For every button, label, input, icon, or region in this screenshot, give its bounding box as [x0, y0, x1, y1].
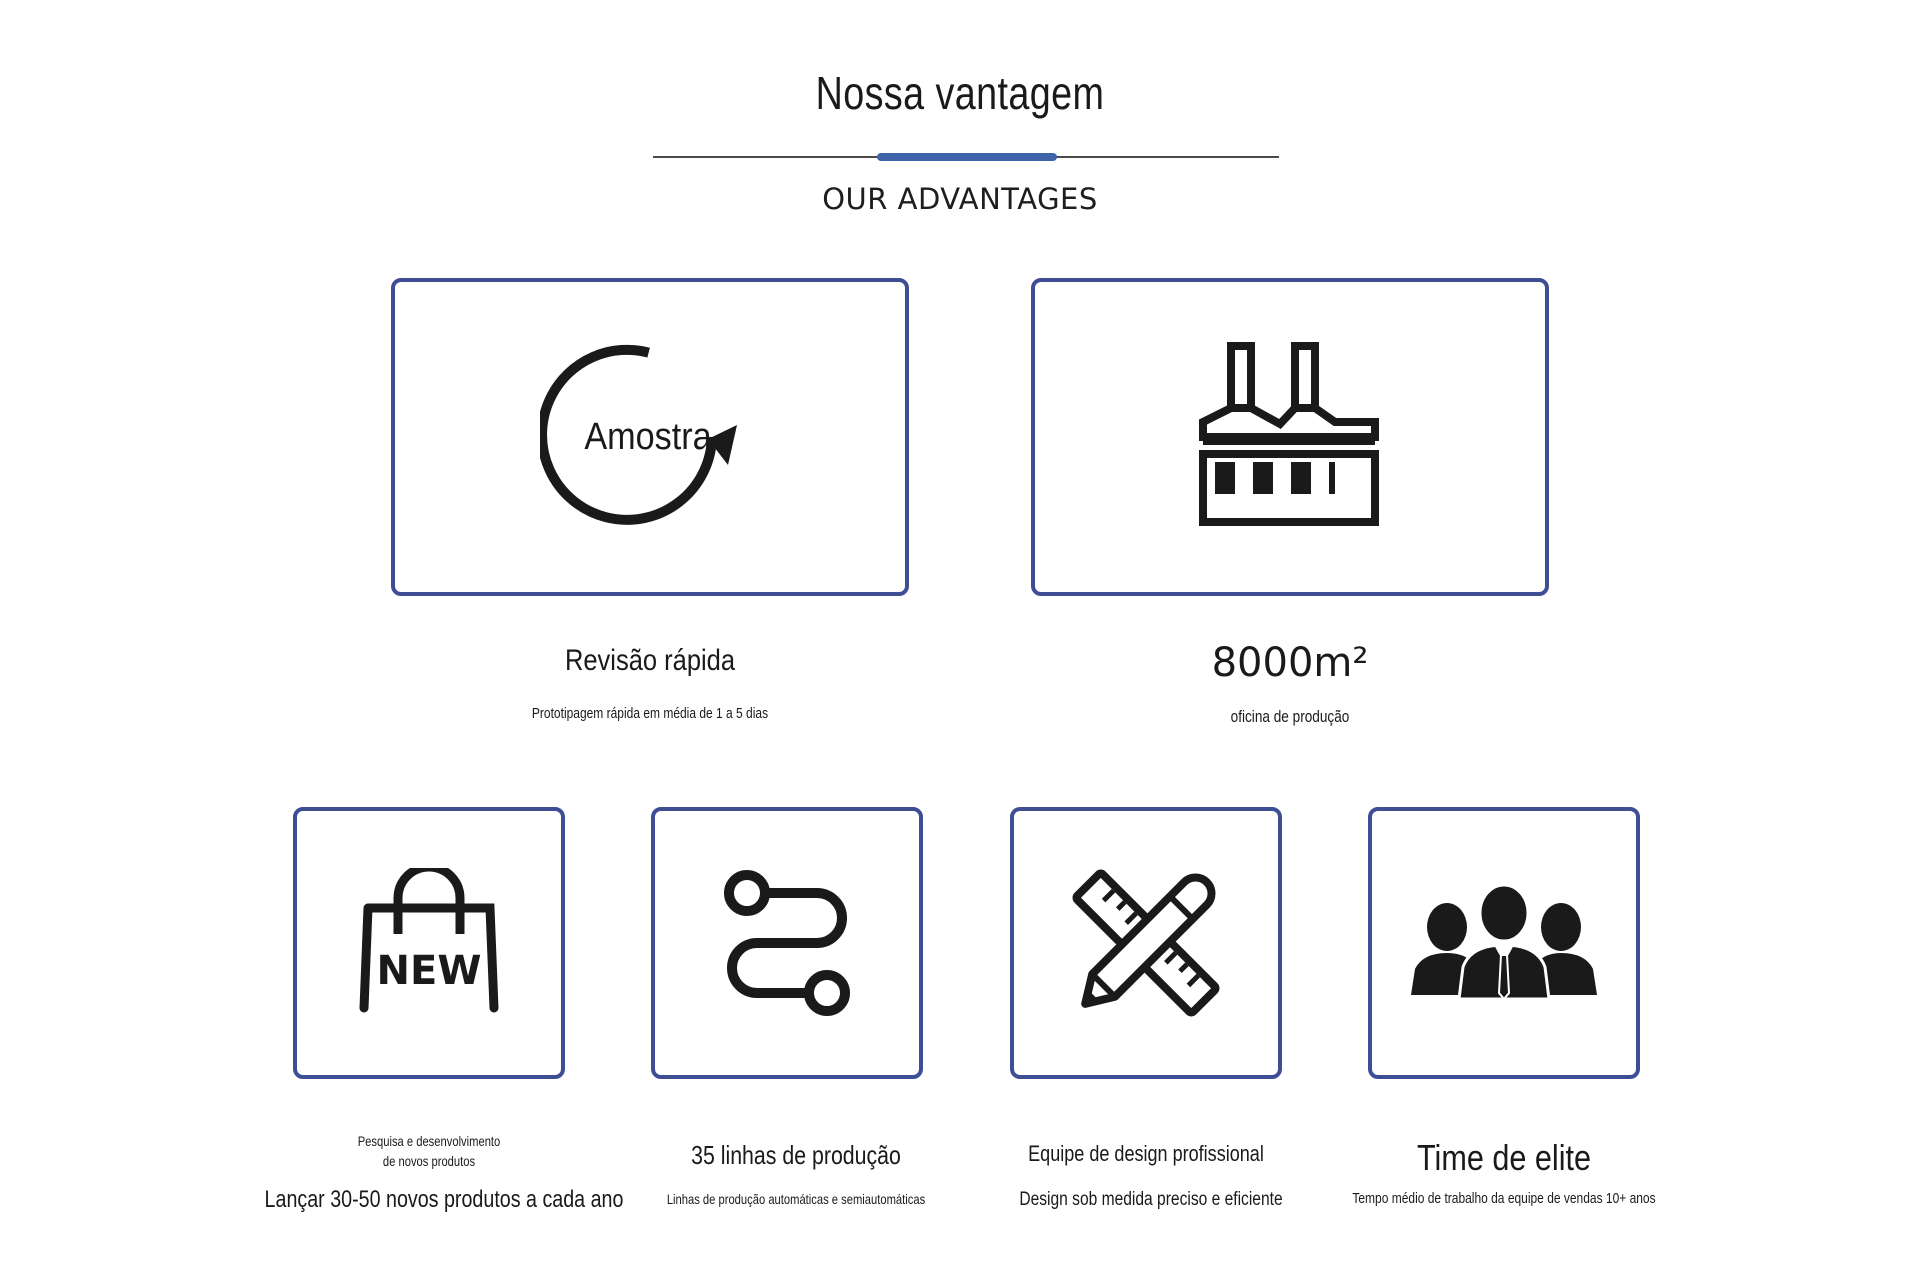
feature-title-factory-area: 8000m² [1211, 640, 1369, 686]
title-divider-accent [877, 153, 1057, 161]
feature-title-quick-review: Revisão rápida [564, 644, 736, 677]
feature-title-elite-team: Time de elite [1416, 1137, 1592, 1178]
feature-card-factory [1031, 278, 1549, 596]
refresh-arrow-icon: Amostra [540, 344, 737, 525]
production-route-icon [724, 870, 850, 1016]
feature-title-design-team: Equipe de design profissional [1028, 1141, 1264, 1166]
feature-caption-new-products-line1: Pesquisa e desenvolvimento [357, 1133, 501, 1149]
feature-card-elite-team [1368, 807, 1640, 1079]
feature-card-new-products: NEW [293, 807, 565, 1079]
feature-desc-design-team: Design sob medida preciso e eficiente [1019, 1189, 1283, 1210]
feature-desc-quick-review: Prototipagem rápida em média de 1 a 5 di… [531, 705, 769, 722]
feature-caption-new-products-line2: de novos produtos [382, 1153, 476, 1169]
feature-title-production-lines: 35 linhas de produção [691, 1140, 901, 1170]
feature-title-new-products: Lançar 30-50 novos produtos a cada ano [264, 1186, 624, 1213]
feature-desc-production-lines: Linhas de produção automáticas e semiaut… [666, 1191, 926, 1207]
feature-card-production-lines [651, 807, 923, 1079]
feature-desc-elite-team: Tempo médio de trabalho da equipe de ven… [1352, 1190, 1656, 1207]
feature-desc-factory-area: oficina de produção [1230, 707, 1350, 726]
factory-icon [1199, 342, 1379, 526]
new-label: NEW [377, 948, 482, 994]
page-subtitle: OUR ADVANTAGES [822, 182, 1098, 216]
ruler-pencil-icon [1072, 869, 1220, 1017]
new-shopping-bag-icon: NEW [359, 868, 499, 1013]
feature-card-quick-review: Amostra [391, 278, 909, 596]
amostra-label: Amostra [584, 414, 712, 457]
feature-card-design-team [1010, 807, 1282, 1079]
page-title: Nossa vantagem [815, 67, 1105, 119]
team-people-icon [1411, 883, 1597, 1001]
